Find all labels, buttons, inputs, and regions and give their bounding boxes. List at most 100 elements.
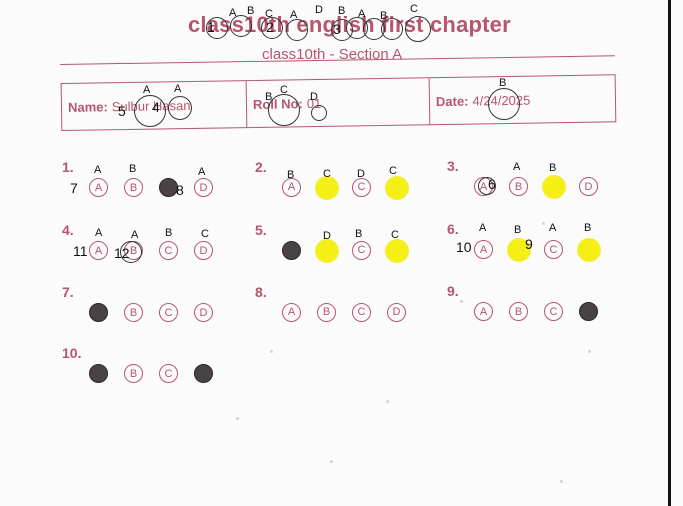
option-bubble-9-b[interactable]: B <box>509 302 528 321</box>
annotation-label: A <box>198 166 206 178</box>
option-bubble-5-c[interactable]: C <box>352 240 371 260</box>
option-bubble-1-d[interactable]: D <box>194 178 213 197</box>
annotation-number: 11 <box>73 243 88 259</box>
detection-ring <box>268 94 300 126</box>
annotation-number: 9 <box>525 236 533 252</box>
annotation-label: C <box>201 228 209 240</box>
highlight-marker <box>509 240 529 260</box>
question-number: 7. <box>62 284 74 300</box>
date-cell: Date: 4/24/2025 <box>430 75 616 124</box>
detection-ring <box>261 17 283 39</box>
option-bubble-7-c[interactable]: C <box>159 303 178 322</box>
scan-speck <box>236 417 239 420</box>
detection-ring <box>134 95 166 127</box>
annotation-label: B <box>355 228 363 240</box>
highlight-marker <box>317 240 337 261</box>
highlight-marker <box>317 177 337 198</box>
name-label: Name: <box>67 98 108 115</box>
option-bubble-1-b[interactable]: B <box>124 178 143 197</box>
option-bubble-5-a[interactable]: A <box>282 240 301 260</box>
annotation-label: A <box>174 83 182 95</box>
highlight-marker <box>387 177 407 198</box>
annotation-label: C <box>323 168 331 180</box>
annotation-number: 8 <box>176 182 184 198</box>
annotation-label: B <box>247 5 255 17</box>
annotation-number: 10 <box>456 239 472 255</box>
option-bubble-8-b[interactable]: B <box>317 302 336 322</box>
annotation-label: C <box>265 8 273 20</box>
option-bubble-3-d[interactable]: D <box>579 177 598 196</box>
option-bubble-10-c[interactable]: C <box>159 364 178 383</box>
annotation-label: A <box>513 161 521 173</box>
annotation-label: B <box>129 163 137 175</box>
scan-speck <box>270 350 273 353</box>
scan-speck <box>330 460 333 463</box>
question-number: 6. <box>447 221 459 237</box>
annotation-label: B <box>265 91 273 103</box>
option-bubble-9-d[interactable]: D <box>579 302 598 321</box>
option-bubble-7-a[interactable]: A <box>89 303 108 322</box>
scan-speck <box>542 222 545 225</box>
option-bubble-4-d[interactable]: D <box>194 241 213 260</box>
annotation-label: C <box>410 3 418 15</box>
option-bubble-7-b[interactable]: B <box>124 303 143 322</box>
sheet-subtitle: class10th - Section A <box>262 46 403 63</box>
annotation-label: A <box>479 222 487 234</box>
detection-ring <box>405 16 431 42</box>
scan-edge-shadow <box>668 0 671 506</box>
annotation-label: B <box>165 227 173 239</box>
annotation-label: C <box>280 84 288 96</box>
question-number: 4. <box>62 222 74 238</box>
detection-ring <box>120 241 142 263</box>
scan-speck <box>588 350 591 353</box>
option-bubble-8-a[interactable]: A <box>282 302 301 322</box>
annotation-label: D <box>310 91 318 103</box>
option-bubble-10-a[interactable]: A <box>89 364 108 383</box>
annotation-label: B <box>499 77 507 89</box>
annotation-label: D <box>357 168 365 180</box>
annotation-label: A <box>358 8 366 20</box>
option-bubble-10-b[interactable]: B <box>124 364 143 383</box>
annotation-number: 7 <box>70 180 78 196</box>
scan-speck <box>560 480 563 483</box>
option-bubble-9-c[interactable]: C <box>544 302 563 321</box>
option-bubble-7-d[interactable]: D <box>194 303 213 322</box>
annotation-label: A <box>549 222 557 234</box>
option-bubble-3-b[interactable]: B <box>509 177 528 196</box>
detection-ring <box>286 19 308 41</box>
question-number: 2. <box>255 158 267 175</box>
annotation-label: B <box>287 169 295 181</box>
option-bubble-8-c[interactable]: C <box>352 302 371 322</box>
option-bubble-8-d[interactable]: D <box>387 302 406 322</box>
question-number: 10. <box>62 345 82 361</box>
question-number: 5. <box>255 221 267 238</box>
option-bubble-1-c[interactable]: C <box>159 178 178 197</box>
option-bubble-4-c[interactable]: C <box>159 241 178 260</box>
annotation-number: 5 <box>118 103 126 119</box>
annotation-label: B <box>380 10 388 22</box>
option-bubble-2-a[interactable]: A <box>282 177 301 197</box>
annotation-label: A <box>95 227 103 239</box>
highlight-marker <box>544 177 564 197</box>
annotation-label: A <box>143 84 151 96</box>
detection-ring <box>311 105 327 121</box>
option-bubble-1-a[interactable]: A <box>89 178 108 197</box>
option-bubble-4-a[interactable]: A <box>89 241 108 260</box>
question-number: 9. <box>447 283 459 299</box>
highlight-marker <box>579 240 599 260</box>
annotation-label: D <box>315 4 323 16</box>
option-bubble-9-a[interactable]: A <box>474 302 493 321</box>
annotation-label: D <box>323 230 331 242</box>
option-bubble-6-a[interactable]: A <box>474 240 493 259</box>
detection-ring <box>381 18 403 40</box>
option-bubble-6-c[interactable]: C <box>544 240 563 259</box>
question-number: 8. <box>255 283 267 300</box>
scan-speck <box>386 400 389 403</box>
question-number: 1. <box>62 159 74 175</box>
annotation-label: A <box>131 229 139 241</box>
detection-ring <box>230 15 252 37</box>
scan-speck <box>460 300 463 303</box>
option-bubble-2-c[interactable]: C <box>352 177 371 197</box>
option-bubble-10-d[interactable]: D <box>194 364 213 383</box>
